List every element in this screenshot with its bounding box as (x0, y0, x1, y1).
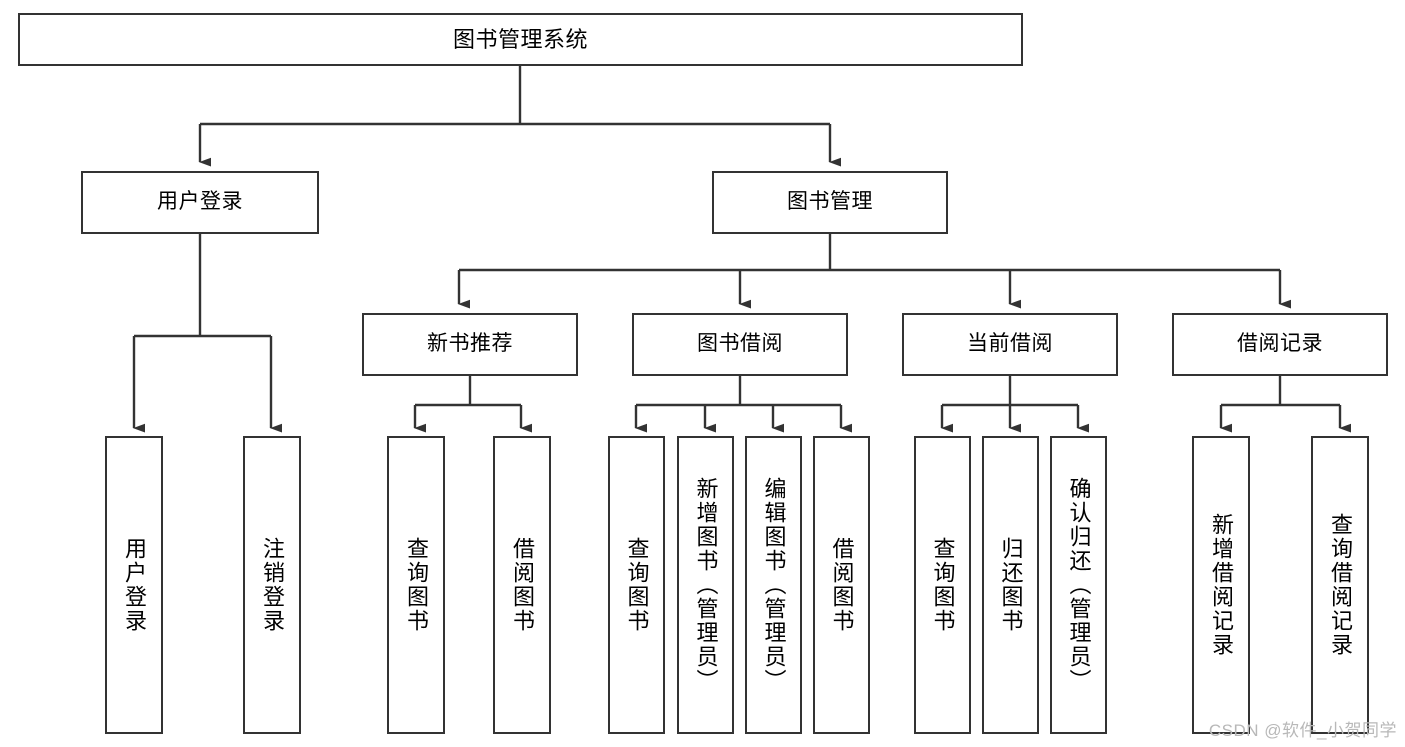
node-borrow-record[interactable]: 借阅记录 (1172, 313, 1388, 376)
node-leaf-query-book-2[interactable]: 查询图书 (608, 436, 665, 734)
node-leaf-return-book[interactable]: 归还图书 (982, 436, 1039, 734)
node-label: 图书管理系统 (452, 26, 588, 52)
node-label: 新书推荐 (427, 332, 513, 356)
node-leaf-user-login[interactable]: 用户登录 (105, 436, 163, 734)
node-current-borrow[interactable]: 当前借阅 (902, 313, 1118, 376)
node-leaf-add-borrow-record[interactable]: 新增借阅记录 (1192, 436, 1250, 734)
node-label: 归还图书 (998, 537, 1024, 633)
node-label: 查询借阅记录 (1327, 513, 1353, 657)
node-label: 确认归还（管理员） (1066, 477, 1092, 693)
node-label: 新增借阅记录 (1208, 513, 1234, 657)
node-leaf-borrow-book-2[interactable]: 借阅图书 (813, 436, 870, 734)
node-leaf-query-book-1[interactable]: 查询图书 (387, 436, 445, 734)
csdn-watermark: CSDN @软件_小贺同学 (1208, 721, 1397, 740)
node-new-book-recommend[interactable]: 新书推荐 (362, 313, 578, 376)
node-label: 借阅记录 (1237, 332, 1323, 356)
node-label: 新增图书（管理员） (693, 477, 719, 693)
node-root-system[interactable]: 图书管理系统 (18, 13, 1023, 66)
node-leaf-borrow-book-1[interactable]: 借阅图书 (493, 436, 551, 734)
node-leaf-confirm-return-admin[interactable]: 确认归还（管理员） (1050, 436, 1107, 734)
node-leaf-query-book-3[interactable]: 查询图书 (914, 436, 971, 734)
node-leaf-add-book-admin[interactable]: 新增图书（管理员） (677, 436, 734, 734)
node-label: 图书借阅 (697, 332, 783, 356)
node-label: 查询图书 (624, 537, 650, 633)
node-user-login[interactable]: 用户登录 (81, 171, 319, 234)
node-book-management[interactable]: 图书管理 (712, 171, 948, 234)
node-label: 用户登录 (157, 190, 243, 214)
node-leaf-edit-book-admin[interactable]: 编辑图书（管理员） (745, 436, 802, 734)
node-label: 编辑图书（管理员） (761, 477, 787, 693)
node-label: 图书管理 (787, 190, 873, 214)
node-label: 当前借阅 (967, 332, 1053, 356)
node-book-borrow[interactable]: 图书借阅 (632, 313, 848, 376)
node-leaf-logout-login[interactable]: 注销登录 (243, 436, 301, 734)
node-label: 用户登录 (121, 537, 147, 633)
node-label: 查询图书 (403, 537, 429, 633)
node-label: 借阅图书 (509, 537, 535, 633)
node-label: 注销登录 (259, 537, 285, 633)
node-leaf-query-borrow-record[interactable]: 查询借阅记录 (1311, 436, 1369, 734)
node-label: 借阅图书 (829, 537, 855, 633)
node-label: 查询图书 (930, 537, 956, 633)
